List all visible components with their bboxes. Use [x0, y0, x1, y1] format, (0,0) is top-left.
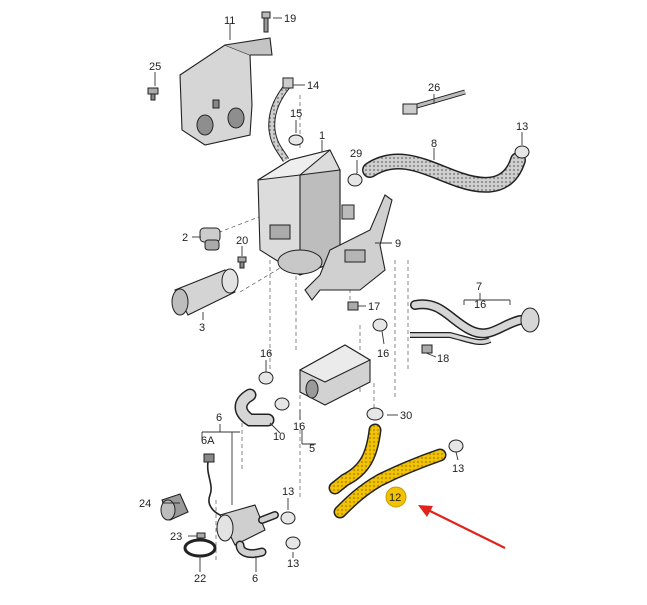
- callout-24: 24: [139, 498, 151, 510]
- clamp-part-13-right: [448, 439, 464, 453]
- callout-26: 26: [428, 82, 440, 94]
- callout-8: 8: [431, 138, 437, 150]
- callout-29: 29: [350, 148, 362, 160]
- callout-11: 11: [224, 15, 235, 27]
- wiring-part-6A: [203, 453, 221, 516]
- cap-part-24: [160, 493, 189, 521]
- cable-tie-part-26: [402, 89, 466, 115]
- clamp-part-15: [288, 134, 304, 146]
- heater-unit-part-1: [257, 149, 355, 276]
- screw-part-20: [237, 256, 247, 269]
- callout-19: 19: [284, 13, 296, 25]
- callout-20: 20: [236, 235, 248, 247]
- clamp-part-30: [366, 407, 384, 421]
- clamp-part-13-top: [514, 145, 530, 159]
- coolant-line-part-7: [410, 299, 540, 346]
- hose-part-10: [234, 388, 275, 427]
- clamp-part-13-lower-a: [280, 511, 296, 525]
- callout-13-right: 13: [452, 463, 464, 475]
- callout-6A: 6A: [201, 435, 215, 447]
- callout-16-lower-left: 16: [293, 421, 305, 433]
- callout-25: 25: [149, 61, 161, 73]
- callout-13-lower-a: 13: [282, 486, 294, 498]
- callout-9: 9: [395, 238, 401, 250]
- clamp-part-16-right: [372, 318, 388, 332]
- callout-23: 23: [170, 531, 182, 543]
- callout-3: 3: [199, 322, 205, 334]
- callout-16-right-line: 16: [474, 299, 486, 311]
- leader-lines: [154, 17, 523, 572]
- callout-16-right-clamp: 16: [377, 348, 389, 360]
- callout-13-top: 13: [516, 121, 528, 133]
- hose-part-14: [268, 77, 294, 162]
- bracket-clip-part-22: [183, 538, 217, 558]
- callout-22: 22: [194, 573, 206, 585]
- callout-2: 2: [182, 232, 188, 244]
- callout-10: 10: [273, 431, 285, 443]
- callout-30: 30: [400, 410, 412, 422]
- hose-part-8: [362, 152, 526, 193]
- callout-1: 1: [319, 130, 325, 142]
- screw-part-18: [421, 344, 433, 354]
- clamp-part-13-lower-b: [285, 536, 301, 550]
- mounting-bracket-part-11: [179, 37, 273, 146]
- callout-14: 14: [307, 80, 319, 92]
- callout-6-bottom: 6: [252, 573, 258, 585]
- connector-part-2: [199, 227, 221, 251]
- callout-5: 5: [309, 443, 315, 455]
- callout-7: 7: [476, 281, 482, 293]
- callout-12-highlight-badge: 12: [385, 486, 407, 508]
- callout-16-upper-left: 16: [260, 348, 272, 360]
- callout-18: 18: [437, 353, 449, 365]
- callout-17: 17: [368, 301, 380, 313]
- screw-part-23: [196, 532, 206, 539]
- clamp-part-16-lower-left: [274, 397, 290, 411]
- callout-12: 12: [389, 492, 401, 504]
- y-pipe-part-12-highlighted: [328, 423, 447, 519]
- clamp-part-29: [347, 173, 363, 187]
- callout-13-lower-b: 13: [287, 558, 299, 570]
- screw-part-25: [147, 87, 159, 101]
- bolt-part-19: [261, 11, 271, 33]
- callout-6-top: 6: [216, 412, 222, 424]
- callout-labels: 11 19 25 14 15 1 29 8 26 13 2 20 3 9 17 …: [139, 13, 528, 585]
- muffler-part-5: [298, 344, 372, 406]
- pump-part-3: [171, 268, 239, 316]
- clamp-part-16-upper-left: [258, 371, 274, 385]
- callout-15: 15: [290, 108, 302, 120]
- water-pump-part-6: [216, 504, 279, 559]
- pointer-arrow: [418, 505, 506, 549]
- bracket-part-9: [304, 194, 393, 301]
- nut-part-17: [347, 301, 359, 311]
